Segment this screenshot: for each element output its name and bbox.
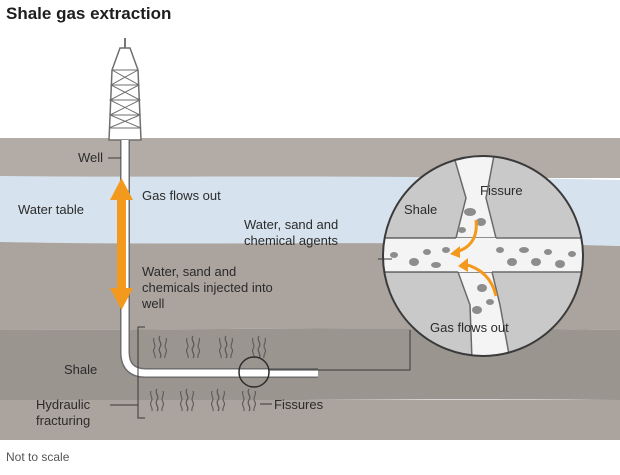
- label-hydraulic-fracturing: Hydraulic fracturing: [36, 397, 91, 428]
- well-pipe: [121, 140, 318, 377]
- label-fissures: Fissures: [274, 397, 324, 412]
- drilling-rig-icon: [108, 38, 142, 141]
- label-well: Well: [78, 150, 104, 165]
- flow-double-arrow: [110, 178, 133, 310]
- label-gas-flows-out: Gas flows out: [142, 188, 221, 203]
- label-shale-inset: Shale: [404, 202, 438, 217]
- scale-footnote: Not to scale: [6, 450, 70, 464]
- label-water-sand-injected: Water, sand and chemicals injected into …: [142, 264, 273, 311]
- fissure-detail-inset: [378, 155, 584, 357]
- label-water-sand-agents: Water, sand and chemical agents: [244, 217, 339, 248]
- label-shale: Shale: [64, 362, 98, 377]
- leader-lines: [108, 157, 411, 419]
- diagram-title: Shale gas extraction: [6, 4, 172, 23]
- deep-ground-layer: [0, 400, 620, 440]
- label-fissure: Fissure: [480, 183, 523, 198]
- sand-pebbles: [390, 208, 576, 314]
- magnify-marker: [238, 356, 270, 388]
- label-water-table: Water table: [18, 202, 84, 217]
- label-gas-flows-out-inset: Gas flows out: [430, 320, 509, 335]
